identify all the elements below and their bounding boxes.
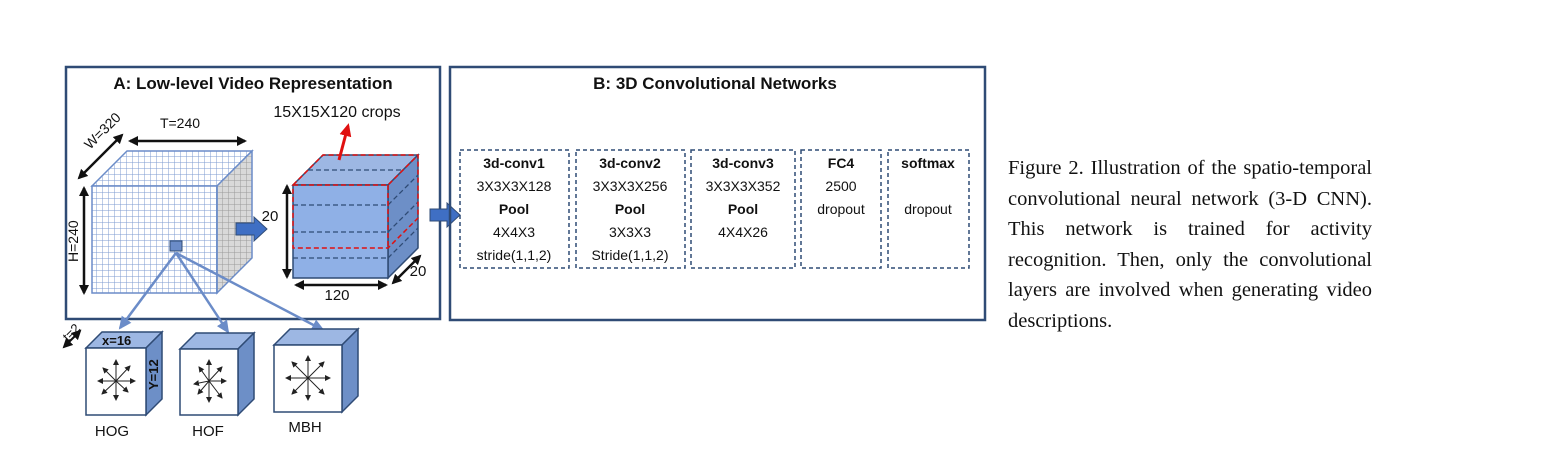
layer-name: 3d-conv3 [712,155,774,171]
t-dimension-label: T=240 [160,115,200,131]
h-dimension-label: H=240 [65,220,81,262]
video-volume-cube [90,149,254,295]
mbh-label: MBH [288,419,321,436]
crops-label: 15X15X120 crops [273,104,400,121]
panel-b-frame [448,65,987,322]
cube-transition-arrow [235,215,268,243]
layer-line: stride(1,1,2) [477,247,552,263]
y12-label: Y=12 [146,359,161,390]
hog-descriptor-cube [84,330,164,417]
patch-marker [169,240,183,252]
layer-line: Pool [499,201,529,217]
layer-name: 3d-conv2 [599,155,661,171]
layer-line: 2500 [825,178,856,194]
layer-name: 3d-conv1 [483,155,545,171]
hof-descriptor-cube [178,331,256,417]
layer-name: softmax [901,155,955,171]
hog-label: HOG [95,423,129,440]
layer-line: 3X3X3X352 [706,178,781,194]
layer-box-conv1: 3d-conv1 3X3X3X128 Pool 4X4X3 stride(1,1… [459,149,570,269]
crop-height-label: 20 [262,208,279,225]
layer-line: 4X4X26 [718,224,768,240]
layer-line: dropout [904,201,952,217]
crop-depth-label: 20 [410,263,427,280]
layer-line: Pool [728,201,758,217]
layer-box-softmax: softmax dropout [887,149,970,269]
x16-label: x=16 [102,333,131,348]
panel-a-title: A: Low-level Video Representation [113,74,392,93]
crop-cube [291,153,420,280]
figure-caption: Figure 2. Illustration of the spatio-tem… [1008,157,1372,332]
layer-name: FC4 [828,155,855,171]
layer-line: dropout [817,201,865,217]
panel-transition-arrow [429,201,461,229]
t2-label: t=2 [60,320,84,344]
mbh-descriptor-cube [272,327,360,414]
hof-label: HOF [192,423,224,440]
layer-line: 3X3X3X256 [593,178,668,194]
layer-line: Pool [615,201,645,217]
crop-length-label: 120 [324,287,349,304]
layer-line: 3X3X3 [609,224,651,240]
w-dimension-label: W=320 [81,109,124,152]
layer-line: 4X4X3 [493,224,535,240]
layer-line: Stride(1,1,2) [591,247,668,263]
layer-box-conv2: 3d-conv2 3X3X3X256 Pool 3X3X3 Stride(1,1… [575,149,686,269]
panel-b-title: B: 3D Convolutional Networks [593,74,837,93]
panel-a-frame [64,65,442,321]
layer-box-fc4: FC4 2500 dropout [800,149,882,269]
layer-line: 3X3X3X128 [477,178,552,194]
layer-box-conv3: 3d-conv3 3X3X3X352 Pool 4X4X26 [690,149,796,269]
